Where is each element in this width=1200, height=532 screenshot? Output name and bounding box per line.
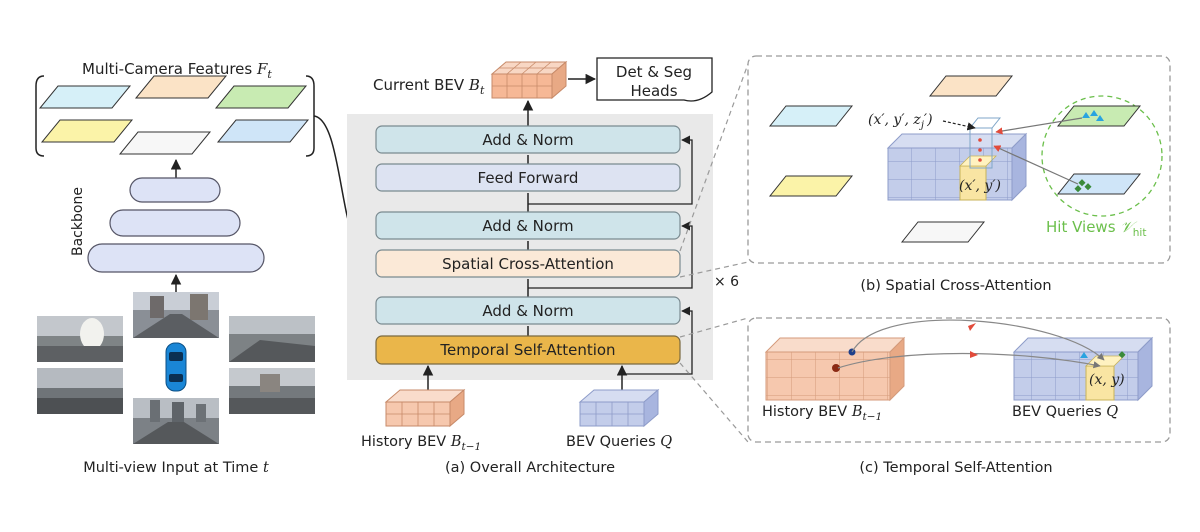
add-norm-top-block: Add & Norm bbox=[375, 125, 681, 154]
bev-queries-cube-center bbox=[578, 388, 660, 428]
spatial-cross-attention-caption: (b) Spatial Cross-Attention bbox=[860, 278, 1051, 294]
zoom-guides bbox=[679, 63, 749, 443]
residual-ff bbox=[528, 135, 693, 205]
multi-view-input-label: Multi-view Input at Time t bbox=[83, 460, 269, 476]
hit-plane-green bbox=[1056, 105, 1142, 127]
hit-ray-blue bbox=[993, 145, 1079, 185]
camera-image-back bbox=[133, 398, 219, 444]
repeat-label: × 6 bbox=[714, 274, 739, 290]
add-norm-low-block: Add & Norm bbox=[375, 296, 681, 325]
camera-image-front-left bbox=[37, 316, 123, 362]
center-panel: Current BEV Bt Det & Seg Heads Add & Nor… bbox=[347, 57, 739, 476]
hit-views-label: Hit Views 𝒱hit bbox=[1046, 218, 1146, 239]
temporal-self-attention-block: Temporal Self-Attention bbox=[375, 335, 681, 365]
current-bev-label: Current BEV Bt bbox=[373, 76, 485, 97]
multi-camera-features-label: Multi-Camera Features Ft bbox=[82, 60, 272, 81]
feature-plane-peach bbox=[134, 75, 228, 99]
temporal-self-attention-panel: History BEV Bt−1 (x, y) BEV Queries Q (c… bbox=[747, 317, 1171, 476]
feature-plane-yellow bbox=[40, 119, 134, 143]
bev-queries-volume bbox=[1012, 336, 1154, 402]
sca-plane-peach bbox=[928, 75, 1014, 97]
feature-plane-blue bbox=[216, 119, 310, 143]
history-bev-volume bbox=[764, 336, 906, 402]
spatial-panel-frame bbox=[747, 55, 1171, 264]
temporal-panel-frame bbox=[747, 317, 1171, 443]
temporal-point-label: (x, y) bbox=[1089, 372, 1125, 388]
camera-image-back-right bbox=[229, 368, 315, 414]
sca-plane-yellow bbox=[768, 175, 854, 197]
add-norm-mid-block: Add & Norm bbox=[375, 211, 681, 240]
camera-image-back-left bbox=[37, 368, 123, 414]
history-bev-label-center: History BEV Bt−1 bbox=[361, 434, 481, 453]
feed-forward-block: Feed Forward bbox=[375, 163, 681, 192]
hit-views-circle bbox=[1041, 95, 1163, 217]
bev-queries-label-center: BEV Queries Q bbox=[566, 434, 672, 450]
svg-text:Add & Norm: Add & Norm bbox=[482, 302, 573, 320]
sca-bev-volume bbox=[886, 117, 1028, 202]
feature-plane-green bbox=[214, 85, 308, 109]
bev-queries-label-temporal: BEV Queries Q bbox=[1012, 404, 1118, 420]
hit-plane-blue bbox=[1056, 173, 1142, 195]
feature-plane-white bbox=[118, 131, 212, 155]
point-3d-label: (x′, y′, zj′) bbox=[868, 112, 933, 131]
svg-text:Add & Norm: Add & Norm bbox=[482, 217, 573, 235]
spatial-cross-attention-panel: (x′, y′, zj′) (x′, y′) Hit Views 𝒱hit (b… bbox=[747, 55, 1171, 294]
temporal-self-attention-caption: (c) Temporal Self-Attention bbox=[859, 460, 1052, 476]
features-right-bracket bbox=[305, 75, 315, 157]
residual-tsa bbox=[622, 306, 693, 375]
feature-plane-cyan bbox=[38, 85, 132, 109]
temporal-curve-top bbox=[851, 319, 1105, 361]
backbone-layer-mid bbox=[109, 209, 241, 237]
sca-plane-cyan bbox=[768, 105, 854, 127]
residual-sca bbox=[528, 221, 693, 289]
backbone-layer-bottom bbox=[87, 243, 265, 273]
camera-image-front bbox=[133, 292, 219, 338]
svg-text:Feed Forward: Feed Forward bbox=[478, 169, 579, 187]
point-2d-label: (x′, y′) bbox=[959, 178, 1001, 194]
hit-ray-green bbox=[995, 117, 1083, 135]
svg-text:Heads: Heads bbox=[630, 82, 677, 100]
history-bev-cube-center bbox=[384, 388, 466, 428]
svg-text:Spatial Cross-Attention: Spatial Cross-Attention bbox=[442, 255, 614, 273]
det-seg-heads-box: Det & Seg Heads bbox=[596, 57, 713, 102]
camera-image-front-right bbox=[229, 316, 315, 362]
temporal-curve-bottom bbox=[837, 352, 1101, 369]
svg-text:Temporal Self-Attention: Temporal Self-Attention bbox=[439, 341, 615, 359]
backbone-label: Backbone bbox=[70, 187, 86, 256]
ego-car-icon bbox=[165, 342, 187, 392]
current-bev-cube bbox=[490, 60, 568, 100]
point-label-leader bbox=[942, 120, 976, 131]
spatial-cross-attention-block: Spatial Cross-Attention bbox=[375, 249, 681, 278]
sca-plane-white bbox=[900, 221, 986, 243]
features-left-bracket bbox=[35, 75, 45, 157]
left-panel: Multi-Camera Features Ft Backbone bbox=[35, 60, 376, 476]
svg-text:Add & Norm: Add & Norm bbox=[482, 131, 573, 149]
svg-text:Det & Seg: Det & Seg bbox=[616, 63, 692, 81]
backbone-layer-top bbox=[129, 177, 221, 203]
history-bev-label-temporal: History BEV Bt−1 bbox=[762, 404, 882, 423]
overall-architecture-caption: (a) Overall Architecture bbox=[445, 460, 615, 476]
